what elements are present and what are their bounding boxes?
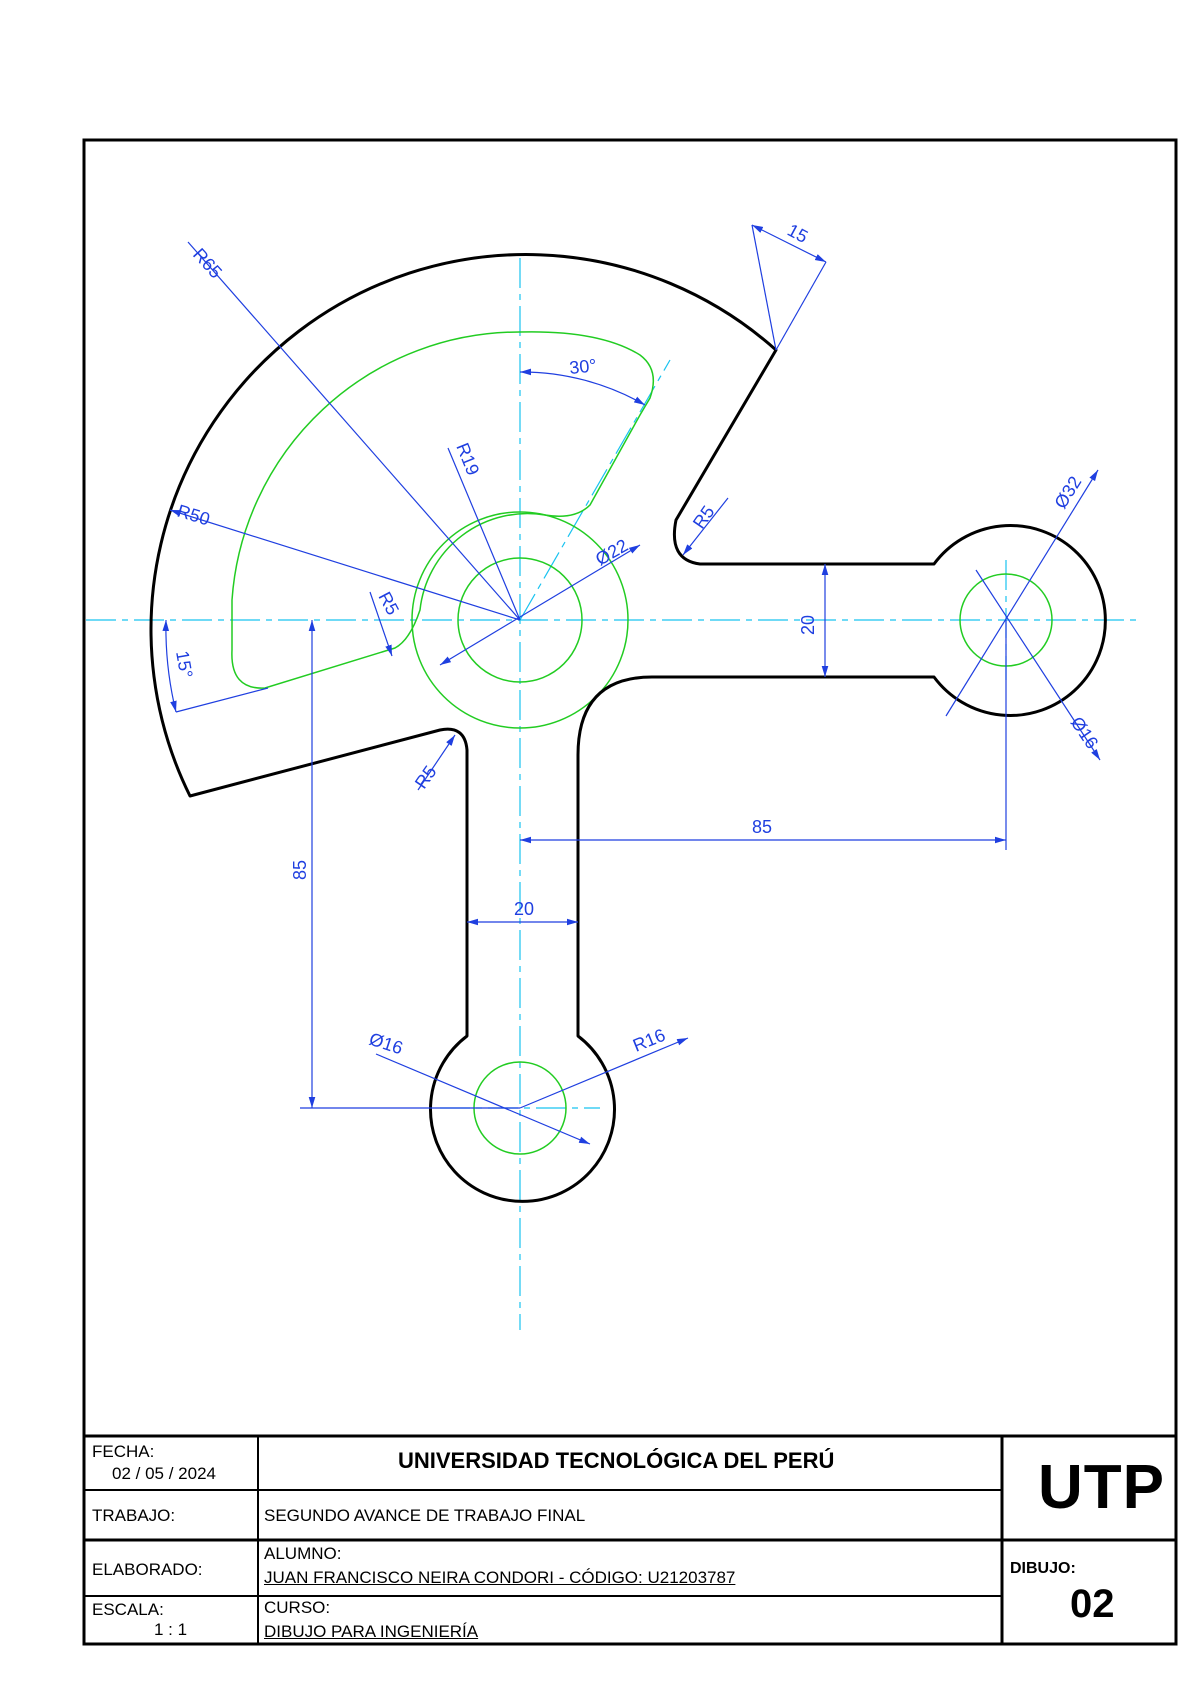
d15-dim <box>751 224 827 263</box>
dim-d32: Ø32 <box>1050 473 1085 512</box>
r19-leader <box>447 447 521 621</box>
a30-arc <box>519 368 646 406</box>
dim-r5-top: R5 <box>689 502 719 532</box>
dim-r50: R50 <box>175 501 212 530</box>
r16-leader <box>519 1037 689 1109</box>
dim-r19: R19 <box>452 440 483 478</box>
slot-angle-centerline <box>519 359 671 621</box>
alumno-label: ALUMNO: <box>264 1544 342 1563</box>
alumno-value: JUAN FRANCISCO NEIRA CONDORI - CÓDIGO: U… <box>264 1568 736 1587</box>
d22-leader <box>439 544 641 666</box>
main-outline <box>149 253 1107 1203</box>
arc-slot-outline <box>231 331 655 689</box>
escala-label: ESCALA: <box>92 1600 164 1619</box>
university-name: UNIVERSIDAD TECNOLÓGICA DEL PERÚ <box>398 1448 835 1473</box>
r5-slot-leader <box>369 591 393 657</box>
dim-20-right: 20 <box>798 615 818 635</box>
part-outline <box>149 253 1107 1203</box>
d15-ext-b <box>775 261 827 351</box>
r50-leader <box>169 509 521 621</box>
curso-value: DIBUJO PARA INGENIERÍA <box>264 1622 479 1641</box>
dimension-lines <box>162 224 1101 1145</box>
r5-left-leader <box>417 734 456 791</box>
trabajo-label: TRABAJO: <box>92 1506 176 1525</box>
dibujo-label: DIBUJO: <box>1010 1560 1076 1577</box>
r5-top-leader <box>682 497 729 556</box>
dim-85-v: 85 <box>290 860 310 880</box>
d16-bottom-leader <box>375 1053 591 1145</box>
d16-right-leader <box>975 569 1101 761</box>
title-block-grid <box>84 1434 1176 1644</box>
dibujo-number: 02 <box>1070 1582 1115 1626</box>
dim-d16-right: Ø16 <box>1067 713 1103 752</box>
construction-geometry <box>231 331 1053 1155</box>
dim-20-bottom: 20 <box>514 899 534 919</box>
r65-leader <box>187 241 521 621</box>
fecha-label: FECHA: <box>92 1442 155 1461</box>
dim-85-h: 85 <box>752 817 772 837</box>
a15-arc <box>162 619 177 713</box>
elaborado-label: ELABORADO: <box>92 1560 203 1579</box>
dim-r5-left: R5 <box>411 762 441 792</box>
dim-d16-bottom: Ø16 <box>367 1029 406 1059</box>
trabajo-value: SEGUNDO AVANCE DE TRABAJO FINAL <box>264 1506 586 1525</box>
fecha-value: 02 / 05 / 2024 <box>112 1464 216 1483</box>
drawing-frame <box>82 138 1178 1646</box>
d32-leader <box>945 469 1099 717</box>
dim-15deg: 15° <box>172 649 196 679</box>
a15-ext <box>175 687 269 713</box>
escala-value: 1 : 1 <box>154 1620 188 1639</box>
dim-r5-slot: R5 <box>374 588 402 618</box>
dim-r16: R16 <box>630 1025 668 1056</box>
centerlines <box>86 258 1140 1330</box>
curso-label: CURSO: <box>264 1598 331 1617</box>
dim-30deg: 30° <box>568 355 597 378</box>
utp-logo: UTP <box>1038 1453 1165 1522</box>
